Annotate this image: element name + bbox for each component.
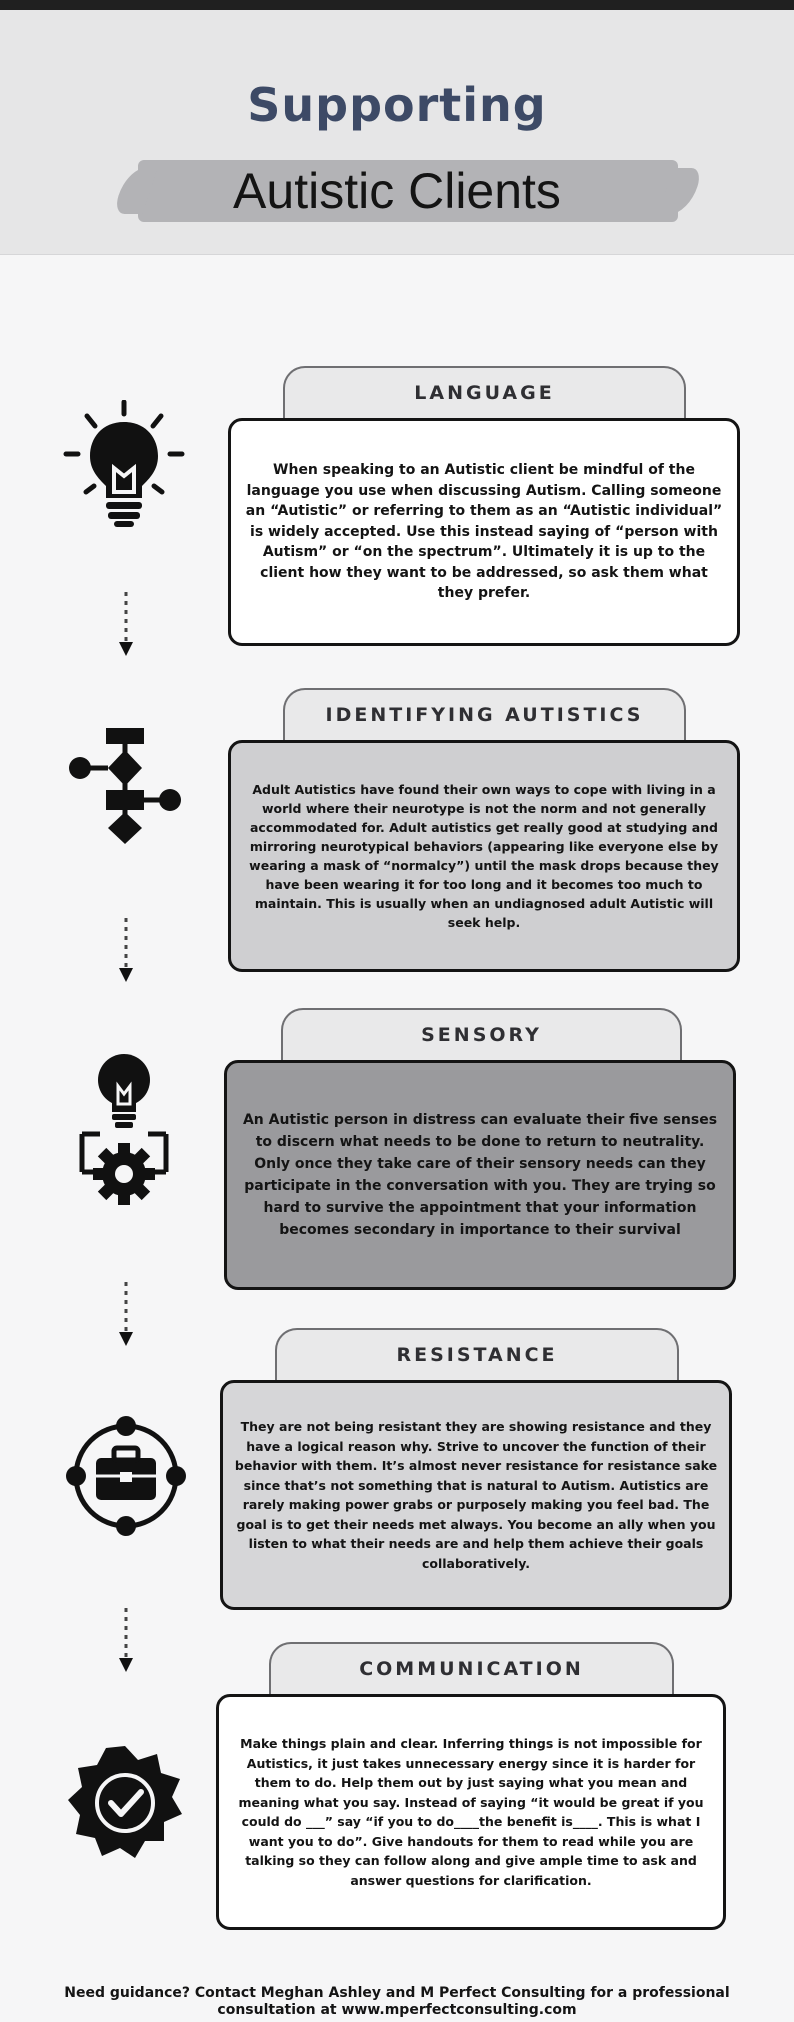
section-language-box: When speaking to an Autistic client be m…	[228, 418, 740, 646]
header-banner: Supporting Autistic Clients	[0, 10, 794, 255]
section-identifying-box: Adult Autistics have found their own way…	[228, 740, 740, 972]
section-communication-box: Make things plain and clear. Inferring t…	[216, 1694, 726, 1930]
tab-language: LANGUAGE	[283, 366, 686, 428]
section-sensory-box: An Autistic person in distress can evalu…	[224, 1060, 736, 1290]
down-arrow-icon	[119, 1608, 133, 1672]
title-supporting: Supporting	[247, 78, 547, 132]
tab-communication: COMMUNICATION	[269, 1642, 674, 1704]
brush-stroke	[138, 160, 678, 222]
down-arrow-icon	[119, 918, 133, 982]
down-arrow-icon	[119, 592, 133, 656]
section-resistance-text: They are not being resistant they are sh…	[234, 1419, 718, 1571]
title-autistic-clients: Autistic Clients	[233, 163, 561, 219]
tab-sensory: SENSORY	[281, 1008, 682, 1070]
tab-identifying-autistics: IDENTIFYING AUTISTICS	[283, 688, 686, 750]
section-language-text: When speaking to an Autistic client be m…	[245, 462, 723, 602]
section-sensory-text: An Autistic person in distress can evalu…	[242, 1112, 718, 1238]
briefcase-cycle-icon	[64, 1414, 188, 1538]
tab-resistance: RESISTANCE	[275, 1328, 679, 1390]
top-border	[0, 0, 794, 10]
section-identifying-text: Adult Autistics have found their own way…	[249, 782, 719, 930]
lightbulb-icon	[62, 399, 186, 530]
section-resistance-box: They are not being resistant they are sh…	[220, 1380, 732, 1610]
flowchart-icon	[66, 724, 184, 850]
down-arrow-icon	[119, 1282, 133, 1346]
check-badge-icon	[64, 1742, 186, 1864]
footer-contact: Need guidance? Contact Meghan Ashley and…	[64, 1985, 730, 2018]
bulb-gear-icon	[66, 1052, 184, 1208]
section-communication-text: Make things plain and clear. Inferring t…	[238, 1736, 704, 1888]
